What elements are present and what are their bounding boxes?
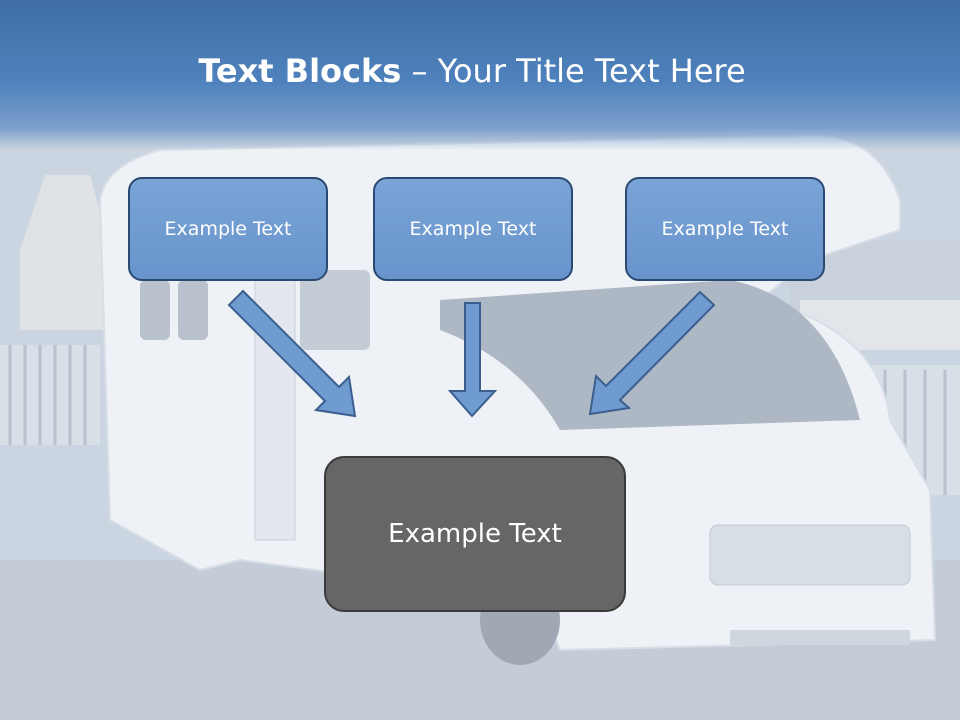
- title-bar: [0, 0, 960, 150]
- slide-title-bold: Text Blocks: [198, 52, 402, 90]
- slide-title-rest: Your Title Text Here: [437, 52, 746, 90]
- slide-title-dash: –: [401, 52, 438, 90]
- slide-title: Text Blocks – Your Title Text Here: [0, 52, 944, 90]
- arrow-center: [447, 302, 498, 418]
- arrow-right: [588, 290, 716, 416]
- result-block-label: Example Text: [388, 519, 562, 549]
- text-block-1[interactable]: Example Text: [128, 177, 328, 281]
- text-block-2[interactable]: Example Text: [373, 177, 573, 281]
- result-block[interactable]: Example Text: [324, 456, 626, 612]
- text-block-3[interactable]: Example Text: [625, 177, 825, 281]
- text-block-3-label: Example Text: [661, 218, 789, 240]
- text-block-2-label: Example Text: [409, 218, 537, 240]
- text-block-1-label: Example Text: [164, 218, 292, 240]
- arrow-left: [227, 289, 357, 418]
